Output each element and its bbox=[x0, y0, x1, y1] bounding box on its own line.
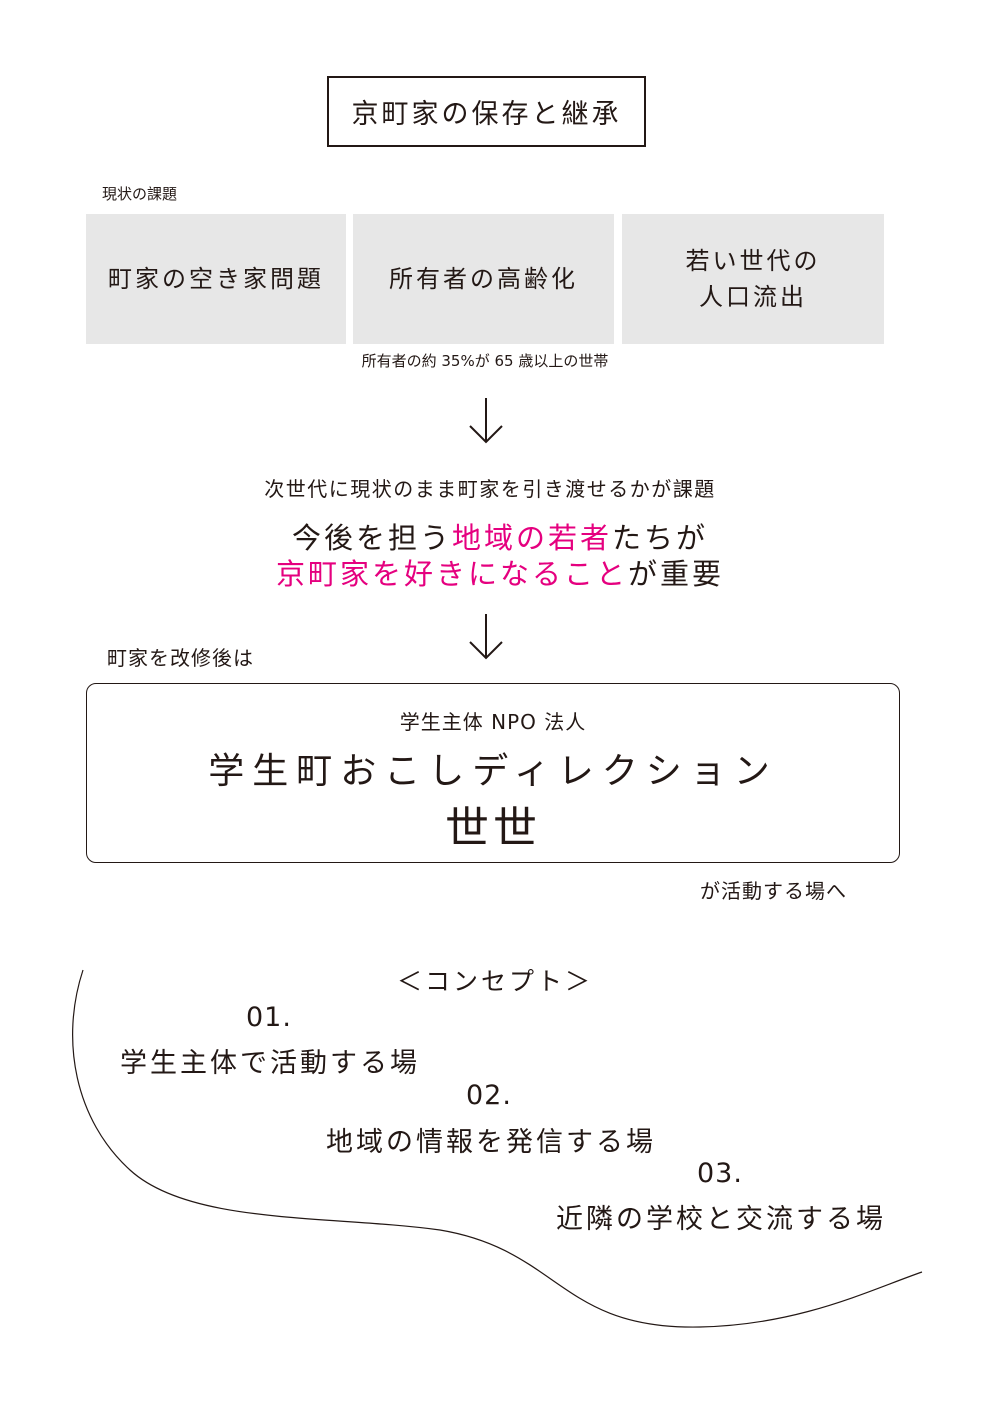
issue-text: 町家の空き家問題 bbox=[108, 265, 324, 293]
issue-card-vacant-houses: 町家の空き家問題 bbox=[86, 214, 346, 344]
highlight-text: たちが bbox=[612, 521, 709, 555]
organization-brand: 世世 bbox=[445, 803, 541, 854]
highlight-statement: 今後を担う地域の若者たちが 京町家を好きになることが重要 bbox=[150, 520, 850, 593]
organization-name: 学生町おこしディレクション bbox=[208, 751, 778, 792]
place-label: が活動する場へ bbox=[700, 879, 847, 903]
issue-text-line2: 人口流出 bbox=[699, 283, 807, 311]
highlight-accent-text: 京町家を好きになること bbox=[275, 557, 628, 592]
page-title: 京町家の保存と継承 bbox=[327, 76, 646, 147]
concept-number: 02. bbox=[466, 1080, 512, 1111]
issue-text: 所有者の高齢化 bbox=[389, 265, 578, 293]
down-arrow-icon bbox=[469, 614, 503, 660]
organization-subtitle: 学生主体 NPO 法人 bbox=[399, 710, 587, 734]
issue-text-line1: 若い世代の bbox=[685, 247, 821, 275]
challenge-text: 次世代に現状のまま町家を引き渡せるかが課題 bbox=[264, 477, 716, 501]
issue-note: 所有者の約 35%が 65 歳以上の世帯 bbox=[361, 352, 609, 370]
concept-item: 地域の情報を発信する場 bbox=[326, 1127, 656, 1158]
highlight-text: 今後を担う bbox=[291, 521, 452, 555]
issue-card-aging-owners: 所有者の高齢化 bbox=[353, 214, 614, 344]
concept-item: 学生主体で活動する場 bbox=[120, 1048, 420, 1079]
concept-number: 01. bbox=[246, 1002, 292, 1033]
after-renovation-label: 町家を改修後は bbox=[107, 646, 254, 670]
issues-label: 現状の課題 bbox=[102, 185, 178, 203]
highlight-line-1: 今後を担う地域の若者たちが bbox=[150, 520, 850, 556]
concept-item: 近隣の学校と交流する場 bbox=[556, 1204, 886, 1235]
concept-number: 03. bbox=[697, 1158, 743, 1189]
concept-heading: ＜コンセプト＞ bbox=[396, 967, 593, 996]
highlight-line-2: 京町家を好きになることが重要 bbox=[150, 556, 850, 592]
organization-box: 学生主体 NPO 法人 学生町おこしディレクション 世世 bbox=[86, 683, 900, 863]
decorative-wave-line bbox=[72, 969, 923, 1328]
down-arrow-icon bbox=[469, 398, 503, 444]
highlight-accent-text: 地域の若者 bbox=[451, 521, 612, 555]
highlight-text: が重要 bbox=[628, 557, 725, 592]
issue-card-youth-outflow: 若い世代の 人口流出 bbox=[622, 214, 884, 344]
